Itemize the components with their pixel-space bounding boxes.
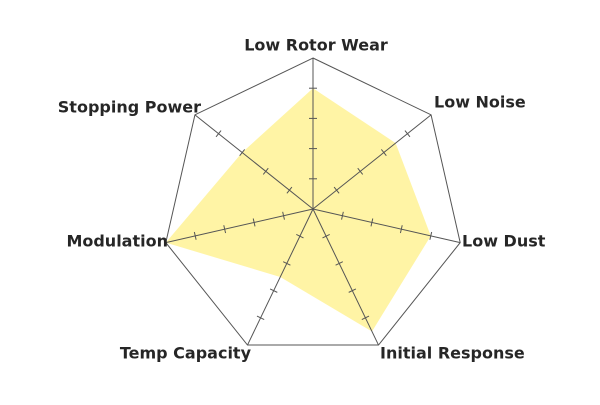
tick-modulation-2 xyxy=(252,218,256,227)
tick-temp-capacity-3 xyxy=(269,288,278,293)
tick-temp-capacity-1 xyxy=(296,234,304,239)
tick-initial-response-2 xyxy=(335,261,344,266)
tick-low-noise-2 xyxy=(357,167,364,175)
tick-modulation-1 xyxy=(282,211,285,220)
spoke-modulation xyxy=(165,208,314,244)
tick-low-noise-4 xyxy=(404,130,411,138)
tick-initial-response-3 xyxy=(348,288,357,293)
label-stopping-power: Stopping Power xyxy=(58,98,201,117)
spoke-initial-response xyxy=(312,208,379,346)
label-temp-capacity: Temp Capacity xyxy=(120,344,252,363)
label-initial-response: Initial Response xyxy=(380,344,525,363)
label-low-dust: Low Dust xyxy=(462,232,546,251)
radar-axes xyxy=(165,58,461,346)
tick-temp-capacity-2 xyxy=(282,261,291,266)
tick-low-noise-1 xyxy=(333,186,340,194)
label-modulation: Modulation xyxy=(66,232,168,251)
spoke-low-dust xyxy=(312,208,461,244)
label-low-rotor-wear: Low Rotor Wear xyxy=(244,36,388,55)
label-low-noise: Low Noise xyxy=(434,93,526,112)
spoke-low-noise xyxy=(312,114,432,210)
tick-stopping-power-3 xyxy=(239,149,246,156)
tick-stopping-power-1 xyxy=(286,186,293,194)
spoke-temp-capacity xyxy=(247,208,314,346)
tick-low-noise-3 xyxy=(380,149,387,156)
radar-series xyxy=(165,88,431,332)
tick-initial-response-1 xyxy=(322,234,330,239)
radar-grid xyxy=(165,57,461,346)
tick-low-dust-3 xyxy=(399,225,403,234)
tick-stopping-power-4 xyxy=(215,130,222,138)
radar-outer-frame xyxy=(165,57,461,346)
tick-stopping-power-2 xyxy=(262,167,269,175)
tick-modulation-3 xyxy=(223,225,227,234)
tick-initial-response-4 xyxy=(361,315,370,321)
tick-low-dust-2 xyxy=(370,218,374,227)
tick-modulation-4 xyxy=(193,231,197,240)
tick-low-dust-4 xyxy=(429,231,433,240)
tick-temp-capacity-4 xyxy=(256,315,265,321)
series-polygon-0 xyxy=(165,88,431,332)
tick-low-dust-1 xyxy=(341,211,344,220)
spoke-stopping-power xyxy=(194,114,314,210)
